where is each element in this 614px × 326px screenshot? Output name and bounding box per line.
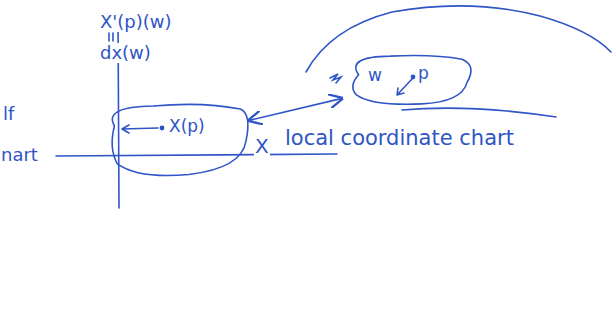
blob-outline xyxy=(103,103,246,179)
vector-label: w xyxy=(368,66,382,85)
manifold-lower-edge xyxy=(402,108,556,117)
point-p xyxy=(411,75,414,78)
scribble xyxy=(330,74,341,83)
manifold-region: wp xyxy=(346,54,472,106)
partial-text: lf xyxy=(2,104,15,124)
partial-text: nart xyxy=(0,145,39,165)
chart-region: X(p) xyxy=(103,103,246,179)
image-vector xyxy=(122,125,158,133)
differential-label: dx(w) xyxy=(99,43,152,63)
manifold-outline xyxy=(306,6,611,72)
blob-outline-path xyxy=(112,104,248,175)
tangent-vector xyxy=(397,79,412,95)
equals-mark xyxy=(109,33,113,41)
derivative-label: X'(p)(w) xyxy=(99,12,173,32)
point-xp xyxy=(160,126,163,129)
blob-outline-path xyxy=(353,55,471,104)
image-point-label: X(p) xyxy=(169,117,205,136)
map-name: X xyxy=(254,135,270,157)
horizontal-axis xyxy=(56,154,337,156)
point-label: p xyxy=(418,64,429,83)
blob-outline xyxy=(346,54,472,106)
chart-caption: local coordinate chart xyxy=(284,127,515,150)
chart-map-arrow xyxy=(249,98,342,120)
